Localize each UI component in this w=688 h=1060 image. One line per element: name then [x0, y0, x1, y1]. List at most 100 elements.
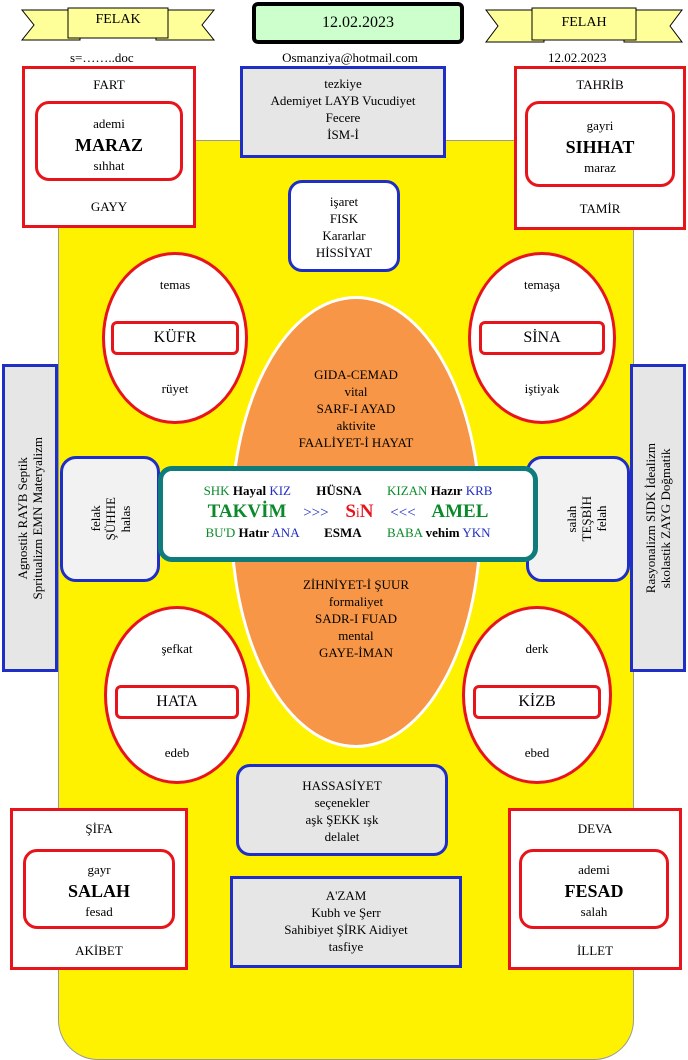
- ellipse-bottom-text: edeb: [164, 745, 190, 760]
- core-krb: KRB: [465, 483, 493, 498]
- line: aktivite: [336, 418, 376, 433]
- corner-bottom-right-inner: ademi FESAD salah: [519, 849, 669, 929]
- line: GAYE-İMAN: [319, 645, 393, 660]
- corner-top-right: TAHRİB gayri SIHHAT maraz TAMİR: [514, 66, 686, 230]
- center-lower-text: ZİHNİYET-İ ŞUUR formaliyet SADR-I FUAD m…: [250, 576, 462, 661]
- ellipse-word-sina: SİNA: [479, 321, 605, 355]
- felak-banner: [20, 7, 216, 41]
- ellipse-bottom-right: derk KİZB ebed: [462, 606, 612, 784]
- ellipse-top-text: derk: [525, 641, 549, 656]
- inner-main-text: MARAZ: [75, 135, 143, 155]
- corner-top-left-inner: ademi MARAZ sıhhat: [35, 101, 183, 181]
- side-panel-right: Rasyonalizm SIDK İdealizm skolastik ZAYG…: [630, 364, 686, 672]
- date-right-label: 12.02.2023: [548, 50, 607, 65]
- ellipse-word-kizb: KİZB: [473, 685, 601, 719]
- core-box: SHK Hayal KIZ HÜSNA KIZAN Hazır KRB TAKV…: [158, 466, 538, 562]
- core-hayal: Hayal: [232, 483, 267, 498]
- core-sin-n: N: [359, 501, 374, 522]
- core-takvim: TAKVİM: [207, 501, 287, 522]
- inner-bottom-text: maraz: [584, 160, 616, 175]
- side-tab-right: salah TEŞBİH felah: [526, 456, 630, 582]
- core-husna: HÜSNA: [316, 483, 362, 498]
- inner-main-text: SIHHAT: [565, 137, 635, 157]
- inner-main-text: SALAH: [67, 881, 130, 901]
- line: tezkiye: [324, 76, 362, 91]
- inner-top-text: gayr: [87, 862, 111, 877]
- core-ykn: YKN: [462, 525, 491, 540]
- inner-main-text: FESAD: [564, 881, 624, 901]
- corner-top-right-top: TAHRİB: [576, 77, 624, 92]
- corner-top-left-bottom: GAYY: [90, 199, 128, 214]
- line: felak: [87, 506, 103, 532]
- line: Sahibiyet ŞİRK Aidiyet: [284, 922, 408, 937]
- core-hatir: Hatır: [238, 525, 269, 540]
- side-panel-left: Agnostik RAYB Septik Spritualizm EMN Mat…: [2, 364, 58, 672]
- ellipse-bottom-text: iştiyak: [524, 381, 560, 396]
- blue-box-top: tezkiye Ademiyet LAYB Vucudiyet Fecere İ…: [240, 66, 446, 158]
- core-row-2: TAKVİM >>> SiN <<< AMEL: [163, 501, 533, 523]
- line: SADR-I FUAD: [315, 611, 397, 626]
- ellipse-bottom-text: ebed: [524, 745, 550, 760]
- core-sin-s: S: [345, 501, 356, 522]
- core-arrows-right: >>>: [303, 505, 329, 521]
- side-tab-left: felak ŞÜHHE halas: [60, 456, 160, 582]
- side-panel-right-text: Rasyonalizm SIDK İdealizm skolastik ZAYG…: [643, 443, 673, 593]
- line: A'ZAM: [325, 888, 367, 903]
- line: tasfiye: [328, 939, 364, 954]
- core-kiz: KIZ: [269, 483, 291, 498]
- line: vital: [344, 384, 368, 399]
- core-arrows-left: <<<: [390, 505, 416, 521]
- line: seçenekler: [314, 795, 370, 810]
- line: FAALİYET-İ HAYAT: [298, 435, 414, 450]
- inner-bottom-text: fesad: [85, 904, 113, 919]
- core-sin: SiN: [345, 501, 373, 522]
- core-hazir: Hazır: [430, 483, 463, 498]
- date-box: 12.02.2023: [252, 2, 464, 44]
- core-baba: BABA: [386, 525, 423, 540]
- ellipse-bottom-left: şefkat HATA edeb: [104, 606, 250, 784]
- corner-bottom-left: ŞİFA gayr SALAH fesad AKİBET: [10, 808, 188, 970]
- line: SARF-I AYAD: [316, 401, 396, 416]
- core-kizan: KIZAN: [387, 483, 428, 498]
- line: ŞÜHHE: [102, 497, 118, 541]
- ellipse-top-text: şefkat: [161, 641, 193, 656]
- corner-bottom-right-bottom: İLLET: [576, 943, 614, 958]
- core-shk: SHK: [203, 483, 230, 498]
- line: aşk ŞEKK ışk: [305, 812, 379, 827]
- core-row-1: SHK Hayal KIZ HÜSNA KIZAN Hazır KRB: [163, 483, 533, 499]
- felah-banner: [485, 7, 683, 43]
- line: delalet: [324, 829, 360, 844]
- line: İSM-İ: [327, 127, 359, 142]
- inner-top-text: ademi: [93, 116, 125, 131]
- felak-banner-label: FELAK: [95, 12, 141, 27]
- line: işaret: [329, 194, 359, 209]
- line: GIDA-CEMAD: [314, 367, 398, 382]
- line: skolastik ZAYG Doğmatik: [658, 448, 673, 588]
- line: salah: [564, 505, 579, 533]
- filename-label: s=……..doc: [70, 50, 134, 65]
- core-sin-i: i: [355, 506, 360, 521]
- line: TEŞBİH: [579, 496, 594, 542]
- line: Spritualizm EMN Materyalizm: [30, 436, 45, 600]
- core-amel: AMEL: [431, 501, 489, 522]
- corner-top-left: FART ademi MARAZ sıhhat GAYY: [22, 66, 196, 228]
- blue-box-bottom: A'ZAM Kubh ve Şerr Sahibiyet ŞİRK Aidiye…: [230, 876, 462, 968]
- line: Rasyonalizm SIDK İdealizm: [643, 442, 658, 594]
- side-panel-left-text: Agnostik RAYB Septik Spritualizm EMN Mat…: [15, 437, 45, 599]
- ellipse-top-text: temas: [159, 277, 191, 292]
- core-bud: BU'D: [205, 525, 236, 540]
- core-row-3: BU'D Hatır ANA ESMA BABA vehim YKN: [163, 525, 533, 541]
- ellipse-top-right: temaşa SİNA iştiyak: [468, 252, 616, 424]
- ellipse-bottom-text: rüyet: [161, 381, 189, 396]
- line: mental: [338, 628, 374, 643]
- inner-top-text: gayri: [586, 118, 614, 133]
- side-tab-right-text: salah TEŞBİH felah: [564, 496, 609, 542]
- line: FISK: [329, 211, 359, 226]
- corner-bottom-left-bottom: AKİBET: [75, 943, 123, 958]
- corner-bottom-right: DEVA ademi FESAD salah İLLET: [508, 808, 682, 970]
- line: halas: [117, 505, 133, 533]
- line: Agnostik RAYB Septik: [15, 456, 30, 580]
- line: felah: [594, 506, 609, 532]
- corner-top-left-top: FART: [93, 77, 125, 92]
- core-ana: ANA: [271, 525, 299, 540]
